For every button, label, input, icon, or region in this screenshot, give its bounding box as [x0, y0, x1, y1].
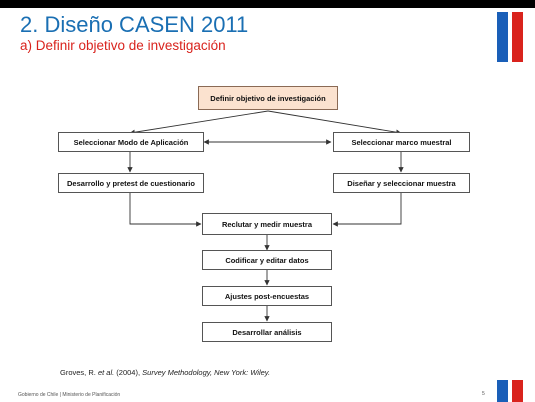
node-codificar-datos: Codificar y editar datos [202, 250, 332, 270]
node-ajustes-post: Ajustes post-encuestas [202, 286, 332, 306]
edge-desarrollo-reclutar [129, 193, 202, 227]
node-seleccionar-modo: Seleccionar Modo de Aplicación [58, 132, 204, 152]
node-disenar-muestra: Diseñar y seleccionar muestra [333, 173, 470, 193]
node-reclutar-muestra: Reclutar y medir muestra [202, 213, 332, 235]
citation: Groves, R. et al. (2004), Survey Methodo… [60, 368, 270, 377]
citation-book: Survey Methodology, New York: Wiley. [142, 368, 271, 377]
node-definir-objetivo: Definir objetivo de investigación [198, 86, 338, 110]
node-desarrollar-analisis: Desarrollar análisis [202, 322, 332, 342]
node-desarrollo-pretest: Desarrollo y pretest de cuestionario [58, 173, 204, 193]
slide-subtitle: a) Definir objetivo de investigación [20, 38, 226, 53]
edge-disenar-reclutar [332, 193, 402, 227]
chile-flag-logo-top [497, 12, 523, 62]
page-number: 5 [482, 391, 485, 397]
footer-text: Gobierno de Chile | Ministerio de Planif… [18, 392, 121, 398]
node-seleccionar-marco: Seleccionar marco muestral [333, 132, 470, 152]
citation-authors: Groves, R. [60, 368, 96, 377]
edge-root-marco [267, 110, 402, 135]
citation-etal: et al. [97, 368, 115, 377]
chile-flag-logo-bottom [497, 380, 523, 402]
top-black-bar [0, 0, 535, 8]
citation-year: (2004), [116, 368, 141, 377]
slide-title: 2. Diseño CASEN 2011 [20, 12, 249, 37]
edge-root-modo [129, 110, 269, 135]
